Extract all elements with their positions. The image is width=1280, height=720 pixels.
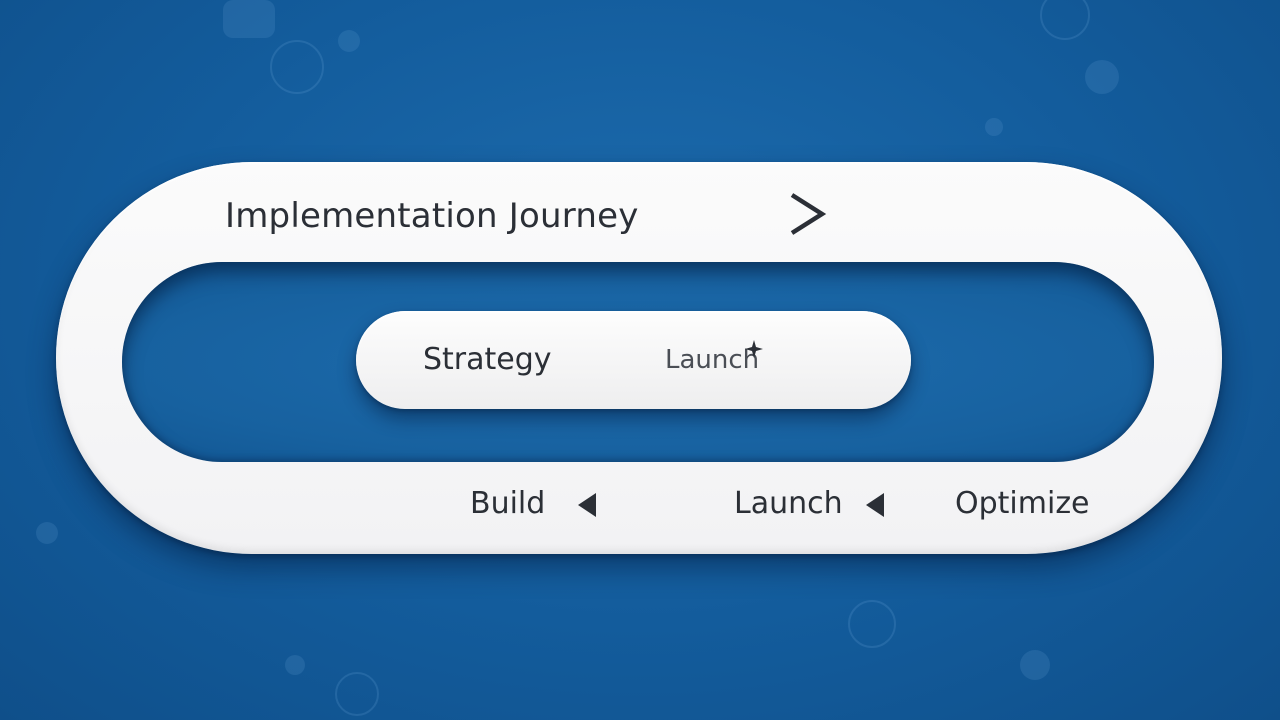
- step-launch: Launch: [734, 486, 843, 521]
- chevron-right-icon: [790, 193, 827, 235]
- triangle-left-icon: [866, 493, 884, 517]
- step-strategy: Strategy: [423, 342, 552, 377]
- step-optimize: Optimize: [955, 486, 1090, 521]
- step-launch-inner: Launch: [665, 345, 760, 375]
- triangle-left-icon: [578, 493, 596, 517]
- step-build: Build: [470, 486, 546, 521]
- sparkle-icon: [745, 340, 763, 358]
- center-stage-pill: [356, 311, 911, 409]
- diagram-title: Implementation Journey: [225, 196, 639, 236]
